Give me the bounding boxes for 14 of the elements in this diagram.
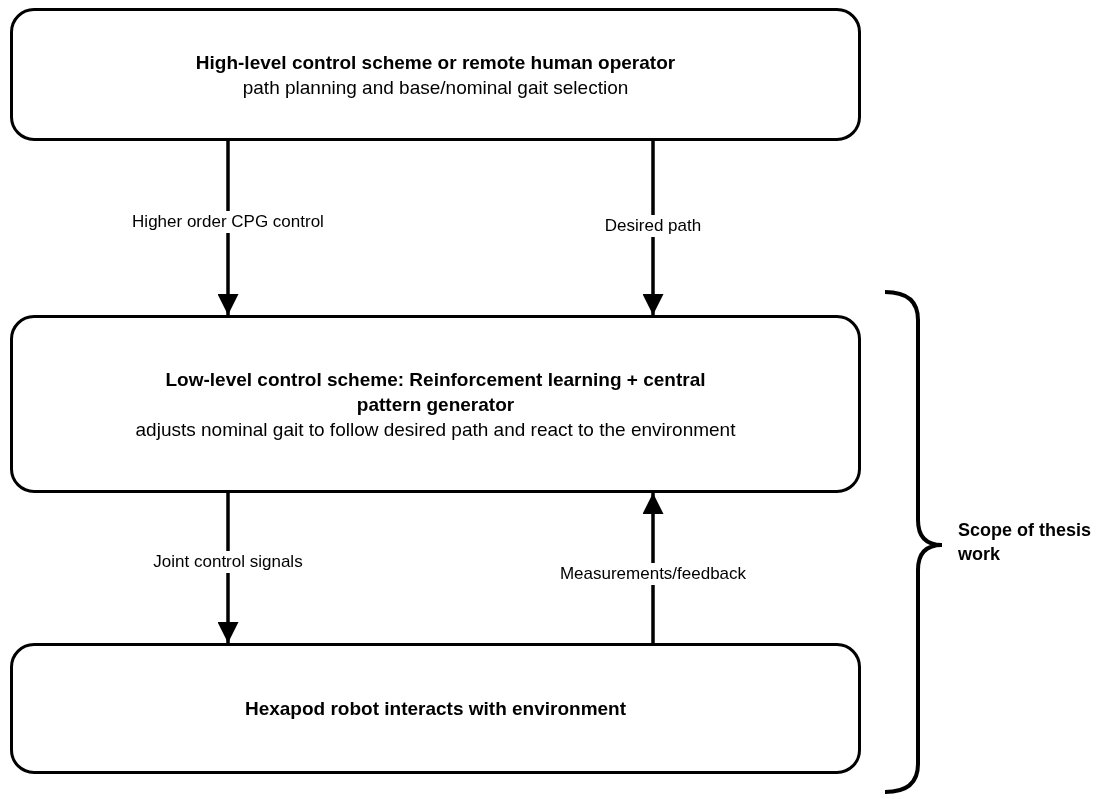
rounded-process-box: [10, 315, 861, 493]
rounded-process-box: [10, 643, 861, 774]
box-description: adjusts nominal gait to follow desired path and react to the environment: [135, 417, 736, 442]
arrow: [217, 493, 239, 643]
arrow: [642, 493, 664, 643]
box-heading: Hexapod robot interacts with environment: [244, 697, 627, 721]
edge-label: Joint control signals: [150, 551, 306, 573]
rounded-process-box: [10, 8, 861, 141]
arrow: [642, 141, 664, 315]
bracket-label: Scope of thesis work: [958, 519, 1093, 566]
box-heading: Low-level control scheme: Reinforcement learning + central pattern generator: [164, 367, 707, 417]
box-heading: High-level control scheme or remote human operator: [195, 50, 676, 75]
box-description: path planning and base/nominal gait selection: [242, 75, 629, 100]
arrow: [217, 141, 239, 315]
